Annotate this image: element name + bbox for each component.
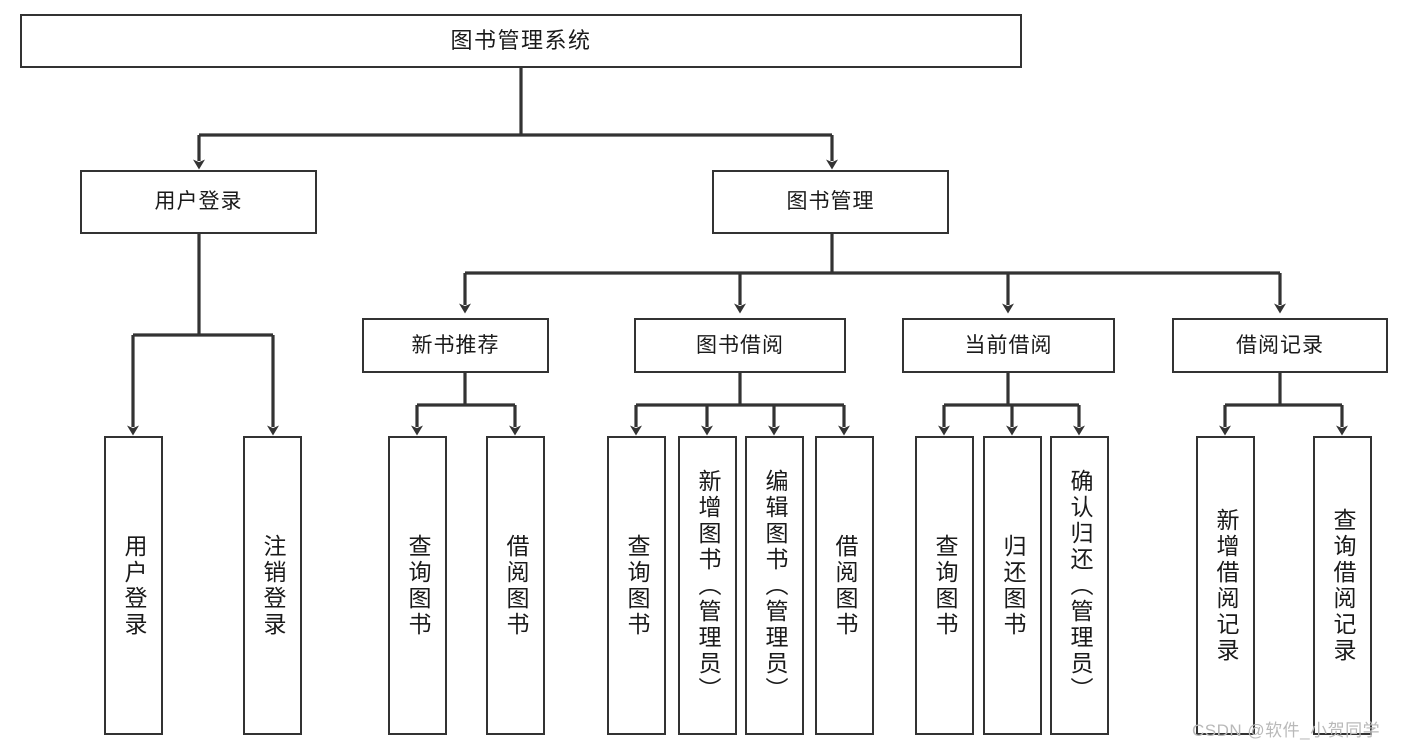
node-label: 确认归还（管理员）	[1067, 468, 1093, 703]
node-label: 用户登录	[121, 533, 147, 638]
leaf-recommend-borrow-book[interactable]: 借阅图书	[486, 436, 545, 735]
leaf-borrow-query-book[interactable]: 查询图书	[607, 436, 666, 735]
node-label: 查询图书	[932, 533, 958, 638]
node-label: 借阅图书	[832, 533, 858, 638]
csdn-watermark: CSDN @软件_小贺同学	[1192, 721, 1381, 740]
node-user-login[interactable]: 用户登录	[80, 170, 317, 234]
node-label: 图书管理系统	[450, 27, 592, 53]
leaf-borrow-add-book-admin[interactable]: 新增图书（管理员）	[678, 436, 737, 735]
node-label: 用户登录	[154, 190, 243, 214]
leaf-user-login-signout[interactable]: 注销登录	[243, 436, 302, 735]
leaf-current-confirm-return-admin[interactable]: 确认归还（管理员）	[1050, 436, 1109, 735]
node-borrow-record[interactable]: 借阅记录	[1172, 318, 1388, 373]
node-label: 归还图书	[1000, 533, 1026, 638]
node-label: 新书推荐	[411, 333, 500, 357]
node-label: 图书管理	[786, 190, 875, 214]
node-label: 查询借阅记录	[1330, 507, 1356, 664]
node-label: 借阅记录	[1236, 333, 1324, 357]
node-label: 编辑图书（管理员）	[762, 468, 788, 703]
leaf-borrow-edit-book-admin[interactable]: 编辑图书（管理员）	[745, 436, 804, 735]
leaf-current-return-book[interactable]: 归还图书	[983, 436, 1042, 735]
leaf-current-query-book[interactable]: 查询图书	[915, 436, 974, 735]
node-label: 新增图书（管理员）	[695, 468, 721, 703]
node-label: 借阅图书	[503, 533, 529, 638]
node-book-borrow[interactable]: 图书借阅	[634, 318, 846, 373]
leaf-recommend-query-book[interactable]: 查询图书	[388, 436, 447, 735]
node-current-borrow[interactable]: 当前借阅	[902, 318, 1115, 373]
node-book-management[interactable]: 图书管理	[712, 170, 949, 234]
node-label: 注销登录	[260, 533, 286, 638]
leaf-borrow-borrow-book[interactable]: 借阅图书	[815, 436, 874, 735]
leaf-record-query-record[interactable]: 查询借阅记录	[1313, 436, 1372, 735]
node-label: 查询图书	[624, 533, 650, 638]
node-label: 查询图书	[405, 533, 431, 638]
node-root-system[interactable]: 图书管理系统	[20, 14, 1022, 68]
node-label: 图书借阅	[696, 333, 784, 357]
leaf-user-login-signin[interactable]: 用户登录	[104, 436, 163, 735]
node-label: 当前借阅	[964, 333, 1053, 357]
node-new-book-recommend[interactable]: 新书推荐	[362, 318, 549, 373]
node-label: 新增借阅记录	[1213, 507, 1239, 664]
leaf-record-add-record[interactable]: 新增借阅记录	[1196, 436, 1255, 735]
